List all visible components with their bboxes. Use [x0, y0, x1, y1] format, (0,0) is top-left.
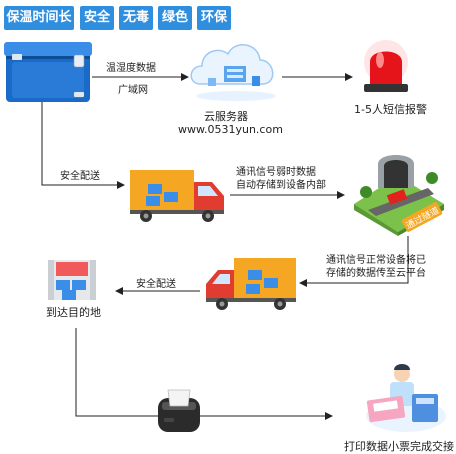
tunnel-icon: 通过隧道 — [354, 155, 444, 236]
tag-long-insulation: 保温时间长 — [4, 6, 74, 30]
label-print-receipt: 打印数据小票完成交接 — [344, 440, 454, 453]
label-destination: 到达目的地 — [46, 306, 101, 319]
label-temp-humidity-data: 温湿度数据 — [106, 63, 156, 74]
receipt-printer-icon — [158, 389, 200, 432]
tag-non-toxic: 无毒 — [119, 6, 153, 30]
warehouse-icon — [48, 260, 96, 300]
label-safe-delivery-2: 安全配送 — [136, 279, 176, 290]
truck-1-icon — [130, 170, 224, 222]
tag-eco: 环保 — [197, 6, 231, 30]
cloud-server-icon — [190, 44, 276, 101]
label-cloud-server: 云服务器 — [204, 110, 248, 123]
label-normal-signal-line1: 通讯信号正常设备将已 — [326, 255, 426, 266]
label-normal-signal-line2: 存储的数据传至云平台 — [326, 268, 426, 279]
truck-2-icon — [206, 258, 296, 310]
label-sms-alarm: 1-5人短信报警 — [354, 103, 427, 116]
label-weak-signal-line2: 自动存储到设备内部 — [236, 180, 326, 191]
person-with-screen-icon — [366, 364, 446, 432]
tag-green: 绿色 — [158, 6, 192, 30]
insulated-box-icon — [4, 42, 92, 102]
label-weak-signal-line1: 通讯信号弱时数据 — [236, 167, 316, 178]
label-safe-delivery-1: 安全配送 — [60, 171, 100, 182]
label-wan: 广域网 — [118, 85, 148, 96]
tag-safe: 安全 — [80, 6, 114, 30]
alarm-light-icon — [364, 40, 408, 92]
label-website: www.0531yun.com — [178, 123, 283, 136]
